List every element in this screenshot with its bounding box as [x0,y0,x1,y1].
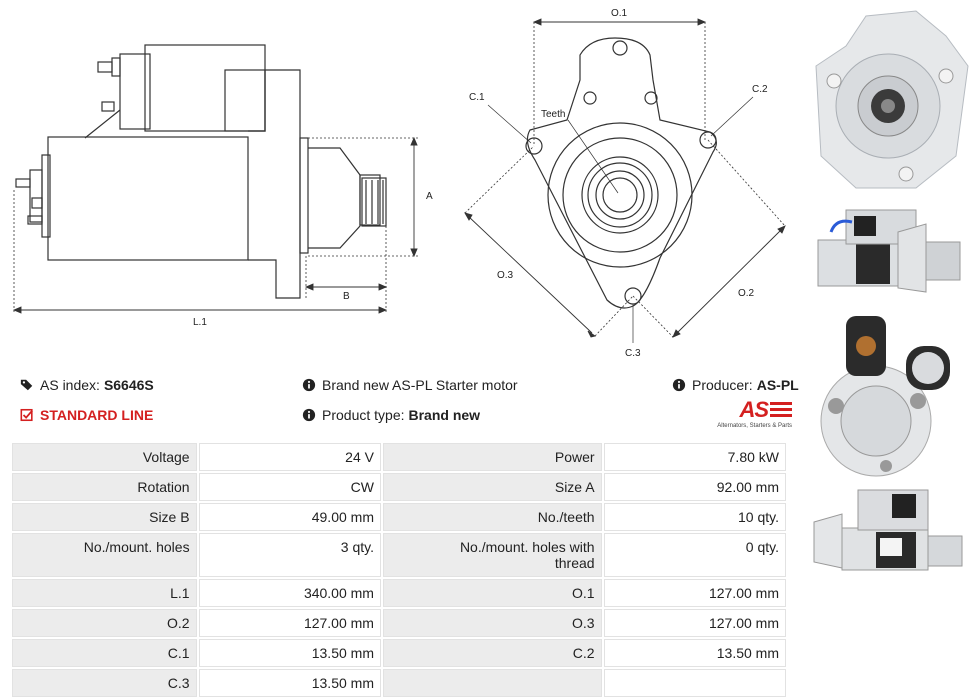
standard-line-text: STANDARD LINE [40,407,154,423]
product-type-label: Product type: [322,407,405,423]
spec-value: 3 qty. [198,533,381,577]
spec-value [603,669,786,697]
spec-value: 10 qty. [603,503,786,531]
product-photo-front[interactable] [806,6,970,194]
as-index-label: AS index: [40,377,100,393]
spec-value: 49.00 mm [198,503,381,531]
spec-value: 13.50 mm [198,639,381,667]
info-circle-icon [302,378,316,392]
standard-line-badge: STANDARD LINE [20,407,153,423]
spec-label: C.3 [12,669,197,697]
as-pl-logo: AS Alternators, Starters & Parts [714,399,792,433]
product-type-value: Brand new [408,407,481,423]
spec-value: 127.00 mm [603,609,786,637]
spec-label: No./mount. holes with thread [382,533,602,577]
spec-label: C.1 [12,639,197,667]
spec-value: 340.00 mm [198,579,381,607]
product-type: Product type: Brand new [302,407,480,423]
dim-c2-label: C.2 [752,84,768,95]
info-circle-icon [672,378,686,392]
dim-c1-label: C.1 [469,92,485,103]
spec-value: 127.00 mm [603,579,786,607]
product-photo-label-side[interactable] [806,484,970,584]
spec-value: 13.50 mm [603,639,786,667]
spec-value: CW [198,473,381,501]
tags-icon [20,379,33,391]
spec-label: No./mount. holes [12,533,197,577]
dim-o2-label: O.2 [738,288,755,299]
as-index-value: S6646S [103,377,154,393]
logo-stripes-icon [770,402,792,417]
dim-a-label: A [426,191,433,202]
spec-value: 7.80 kW [603,443,786,471]
spec-label: O.1 [382,579,602,607]
dim-b-label: B [343,291,350,302]
dim-l1-label: L.1 [193,317,207,328]
spec-label: No./teeth [382,503,602,531]
front-view-diagram: O.1 O.3 O.2 C.1 C.2 C.3 Teeth [464,8,786,359]
producer-label: Producer: [692,377,753,393]
logo-text: AS [739,397,769,422]
spec-value: 92.00 mm [603,473,786,501]
logo-tagline: Alternators, Starters & Parts [717,423,792,429]
product-photo-side[interactable] [806,202,970,298]
spec-label: L.1 [12,579,197,607]
producer-value: AS-PL [756,377,799,393]
brand-info: Brand new AS-PL Starter motor [302,377,518,393]
spec-label: Size A [382,473,602,501]
dim-o3-label: O.3 [497,270,514,281]
spec-label: O.2 [12,609,197,637]
spec-label [382,669,602,697]
spec-label: Size B [12,503,197,531]
spec-label: Power [382,443,602,471]
product-photo-rear[interactable] [806,306,970,478]
spec-label: Rotation [12,473,197,501]
info-circle-icon [302,408,316,422]
spec-value: 127.00 mm [198,609,381,637]
dim-o1-label: O.1 [611,8,628,19]
check-square-icon [20,408,33,422]
as-index: AS index: S6646S [20,377,154,393]
spec-value: 0 qty. [603,533,786,577]
teeth-label: Teeth [541,109,565,120]
dim-c3-label: C.3 [625,348,641,359]
spec-value: 24 V [198,443,381,471]
spec-label: C.2 [382,639,602,667]
producer-info: Producer: AS-PL [672,377,799,393]
spec-label: Voltage [12,443,197,471]
spec-value: 13.50 mm [198,669,381,697]
brand-text: Brand new AS-PL Starter motor [322,377,518,393]
spec-label: O.3 [382,609,602,637]
side-view-diagram: A B L.1 [12,44,433,328]
